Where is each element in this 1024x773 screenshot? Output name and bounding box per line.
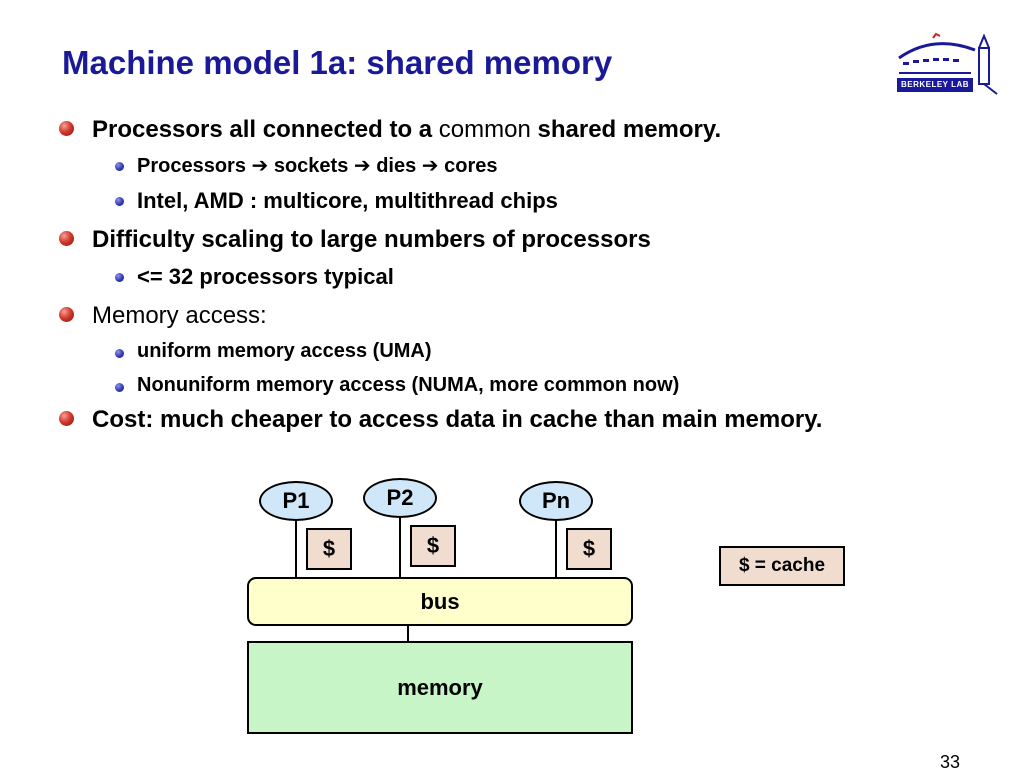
processor-node: P1 bbox=[259, 481, 333, 521]
p1-connector bbox=[295, 520, 297, 577]
bullet-text: Difficulty scaling to large numbers of p… bbox=[92, 226, 651, 253]
cache-legend: $ = cache bbox=[719, 546, 845, 586]
blue-bullet-icon bbox=[115, 273, 124, 282]
slide-number: 33 bbox=[940, 752, 961, 772]
bullet-item: Memory access: bbox=[59, 302, 267, 330]
sub-bullet-item: Intel, AMD : multicore, multithread chip… bbox=[115, 188, 558, 214]
logo-text: BERKELEY LAB bbox=[900, 80, 970, 89]
bullet-text: dies bbox=[370, 155, 422, 177]
bullet-text: Processors bbox=[137, 155, 252, 177]
bullet-item: Cost: much cheaper to access data in cac… bbox=[59, 406, 823, 434]
bullet-text: common bbox=[438, 116, 538, 143]
bullet-text: <= 32 processors typical bbox=[137, 264, 394, 289]
red-bullet-icon bbox=[59, 307, 74, 322]
bullet-text: Memory access: bbox=[92, 302, 267, 329]
memory-box: memory bbox=[247, 641, 633, 734]
sub-bullet-item: Processors ➔ sockets ➔ dies ➔ cores bbox=[115, 153, 498, 178]
bullet-text: Intel, AMD : multicore, multithread chip… bbox=[137, 188, 558, 213]
p2-connector bbox=[399, 518, 401, 577]
bullet-item: Processors all connected to a common sha… bbox=[59, 116, 722, 144]
cache-box: $ bbox=[306, 528, 352, 570]
berkeley-lab-logo: BERKELEY LAB bbox=[893, 28, 1001, 96]
right-arrow-icon: ➔ bbox=[353, 153, 371, 177]
red-bullet-icon bbox=[59, 231, 74, 246]
bus-box: bus bbox=[247, 577, 633, 626]
blue-bullet-icon bbox=[115, 162, 124, 171]
bullet-item: Difficulty scaling to large numbers of p… bbox=[59, 226, 651, 254]
right-arrow-icon: ➔ bbox=[421, 153, 439, 177]
bullet-text: cores bbox=[438, 155, 498, 177]
blue-bullet-icon bbox=[115, 383, 124, 392]
red-bullet-icon bbox=[59, 121, 74, 136]
bullet-text: uniform memory access (UMA) bbox=[137, 340, 432, 362]
blue-bullet-icon bbox=[115, 349, 124, 358]
cache-box: $ bbox=[566, 528, 612, 570]
bus-memory-connector bbox=[407, 626, 409, 641]
right-arrow-icon: ➔ bbox=[251, 153, 269, 177]
bullet-text: Processors all connected to a bbox=[92, 116, 439, 143]
bullet-text: sockets bbox=[268, 155, 354, 177]
red-bullet-icon bbox=[59, 411, 74, 426]
cache-box: $ bbox=[410, 525, 456, 567]
bullet-list: Processors all connected to a common sha… bbox=[59, 116, 823, 434]
bullet-text: Nonuniform memory access (NUMA, more com… bbox=[137, 374, 680, 396]
berkeley-lab-emblem-icon bbox=[897, 32, 998, 95]
bullet-text: shared memory. bbox=[537, 116, 722, 143]
processor-node: P2 bbox=[363, 478, 437, 518]
pn-connector bbox=[555, 520, 557, 577]
processor-node: Pn bbox=[519, 481, 593, 521]
sub-bullet-item: Nonuniform memory access (NUMA, more com… bbox=[115, 374, 680, 397]
sub-bullet-item: <= 32 processors typical bbox=[115, 264, 394, 290]
blue-bullet-icon bbox=[115, 197, 124, 206]
bullet-text: Cost: much cheaper to access data in cac… bbox=[92, 406, 823, 433]
slide-title: Machine model 1a: shared memory bbox=[62, 44, 613, 81]
sub-bullet-item: uniform memory access (UMA) bbox=[115, 340, 432, 363]
